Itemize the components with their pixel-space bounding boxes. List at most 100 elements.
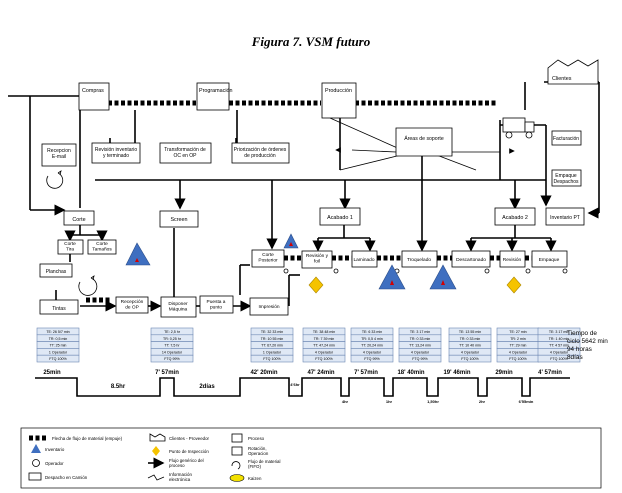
legend-inventory: Inventario <box>45 447 65 452</box>
data-box-row: 14 Operador <box>162 350 183 354</box>
box-print <box>249 297 289 316</box>
kaizen-star-icon <box>229 474 245 482</box>
data-box-row: TT: 7,5 hr <box>164 344 180 348</box>
legend-operator: Operador <box>45 461 64 466</box>
box-post-cut <box>251 249 285 268</box>
data-box-row: TT: 10 40 min <box>459 344 481 348</box>
operator-icon-1 <box>46 172 64 189</box>
process-programacion-label: Programación <box>199 88 233 94</box>
inspection-points <box>308 276 522 294</box>
box-cut-sheet <box>57 239 84 255</box>
box-die-cut <box>401 250 438 268</box>
data-box-row: 4 Operador <box>461 350 480 354</box>
inventory-triangle-4 <box>429 264 457 290</box>
truck-icon <box>502 117 535 139</box>
timeline-bottom-label: 1,50hr <box>427 399 439 404</box>
box-packing <box>531 250 568 268</box>
inspection-diamond-2 <box>506 276 522 294</box>
data-box-row: TT: 29 min <box>510 344 527 348</box>
box-cut-label: Corte <box>72 217 85 223</box>
process-compras-label: Compras <box>82 88 104 94</box>
timeline-top-label: 18' 40min <box>397 370 424 376</box>
data-box-row: TR: 2 min <box>510 337 526 341</box>
cycle-time-note: Tiempo de ciclo 5642 min 94 horas 8días <box>567 330 622 362</box>
box-op-reception <box>115 296 149 314</box>
data-box-row: FTQ 100% <box>509 357 527 361</box>
box-finish-2 <box>494 207 536 226</box>
figure-title: Figura 7. VSM futuro <box>251 34 371 49</box>
billing-box <box>551 130 582 146</box>
data-box-row: TT: 20,24 min <box>361 344 383 348</box>
data-box-row: 1 Operador <box>263 350 282 354</box>
billing-label: Facturación <box>553 136 579 142</box>
legend-push: Flecha de flujo de material (empuje) <box>52 436 123 441</box>
timeline-bottom-label: 1hr <box>386 399 393 404</box>
data-box-row: TR: 0,5 4 min <box>361 337 383 341</box>
data-box-row: FTQ 100% <box>315 357 333 361</box>
data-box-row: TE: 32 33 min <box>261 330 283 334</box>
cycle-line-3: 94 horas <box>567 346 592 353</box>
data-box-row: TT: 25 min <box>50 344 67 348</box>
pt-inventory-box <box>545 207 585 226</box>
data-box-row: TE: 3 17 min <box>410 330 430 334</box>
inspection-diamond-1 <box>308 276 324 294</box>
operators <box>46 170 98 296</box>
box-print-label: Impresión <box>258 304 279 310</box>
data-box-row: FTQ 100% <box>263 357 281 361</box>
legend-clients: Clientes - Proveedor <box>169 436 210 441</box>
legend: Flecha de flujo de material (empuje) Inv… <box>20 427 602 489</box>
timeline-top-label: 42' 20min <box>250 370 277 376</box>
data-box-row: FTQ 100% <box>461 357 479 361</box>
box-review-foil <box>301 250 333 269</box>
box-inks-label: Tintas <box>52 306 66 312</box>
legend-inspection: Punto de Inspección <box>169 449 209 454</box>
box-die-cut-label: Troquelado <box>407 257 431 263</box>
operator-icon-2 <box>78 277 98 296</box>
process-produccion-label: Producción <box>325 88 352 94</box>
box-inks <box>39 299 79 315</box>
box-finish-1 <box>319 207 361 226</box>
legend-rework: Rotación,Operacion <box>248 446 269 456</box>
data-box-row: TT: 13,24 min <box>409 344 431 348</box>
cycle-line-1: Tiempo de <box>567 330 597 337</box>
timeline <box>35 377 570 397</box>
data-box-row: TE: 13 55 min <box>459 330 481 334</box>
timeline-bottom-label: 8.5hr <box>111 384 126 390</box>
data-box-row: 1 Operador <box>49 350 68 354</box>
data-box-row: FTQ 99% <box>364 357 380 361</box>
push-arrows <box>86 100 532 303</box>
timeline-top-label: 47' 24min <box>307 370 334 376</box>
process-produccion <box>321 82 357 119</box>
inventory-triangle-3 <box>378 264 406 290</box>
box-stripping-label: Descartonado <box>456 257 486 263</box>
clients-label: Clientes <box>552 76 572 82</box>
box-plates-label: Planchas <box>46 269 67 275</box>
packing-shipping-box <box>551 169 582 187</box>
clients-factory <box>547 59 599 85</box>
cycle-line-2: ciclo 5642 min <box>567 338 608 345</box>
box-packing-label: Empaque <box>539 257 560 263</box>
timeline-bottom-label: 4'6hr <box>290 382 300 387</box>
pt-inventory-label: Inventario PT <box>550 215 580 221</box>
box-finish-1-label: Acabado 1 <box>327 215 353 221</box>
data-box-row: TE: 38 48 min <box>313 330 335 334</box>
data-box-row: TE: 27 min <box>509 330 526 334</box>
data-box-row: TE: 6 33 min <box>362 330 382 334</box>
data-box-row: TT: 67,20 min <box>261 344 283 348</box>
timeline-top-label: 25min <box>43 370 61 376</box>
data-box-row: 4 Operador <box>315 350 334 354</box>
timeline-bottom-label: 4hr <box>342 399 349 404</box>
data-box-row: TR: 0 33 min <box>410 337 431 341</box>
box-screen-label: Screen <box>170 217 187 223</box>
